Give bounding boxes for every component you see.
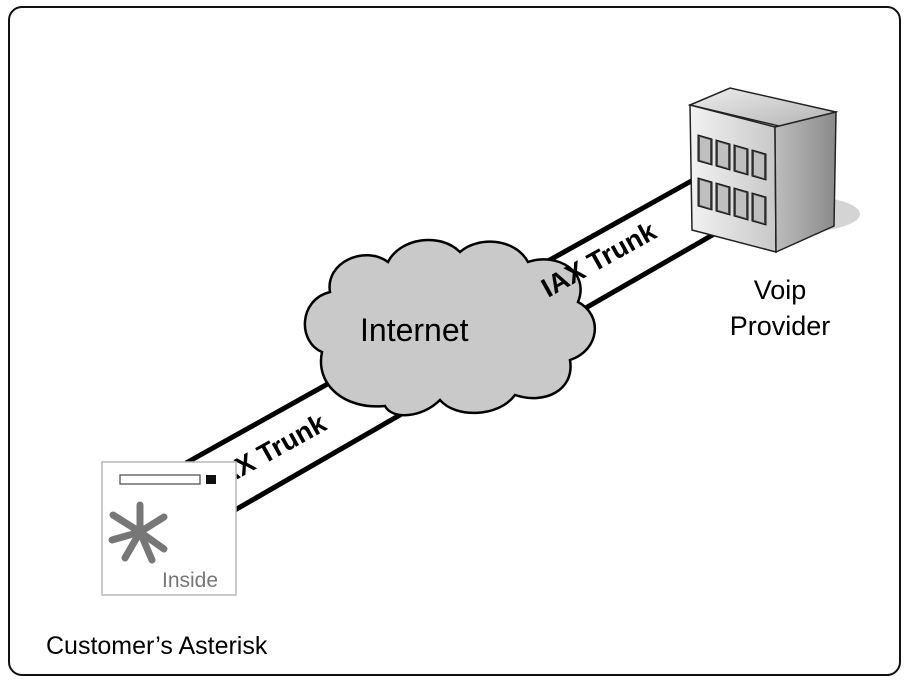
voip-provider-label: Voip Provider [700,272,860,344]
diagram-frame [8,6,901,676]
asterisk-badge-text: Inside [162,569,218,592]
asterisk-appliance-icon: Inside [101,461,237,596]
cloud-icon [303,238,596,417]
server-building-icon [687,87,860,254]
internet-label: Internet [360,312,469,348]
customer-asterisk-label: Customer’s Asterisk [46,632,268,660]
asterisk-logo-icon [108,501,168,564]
voip-provider-label-line1: Voip [753,275,807,305]
voip-provider-label-line2: Provider [729,311,831,341]
